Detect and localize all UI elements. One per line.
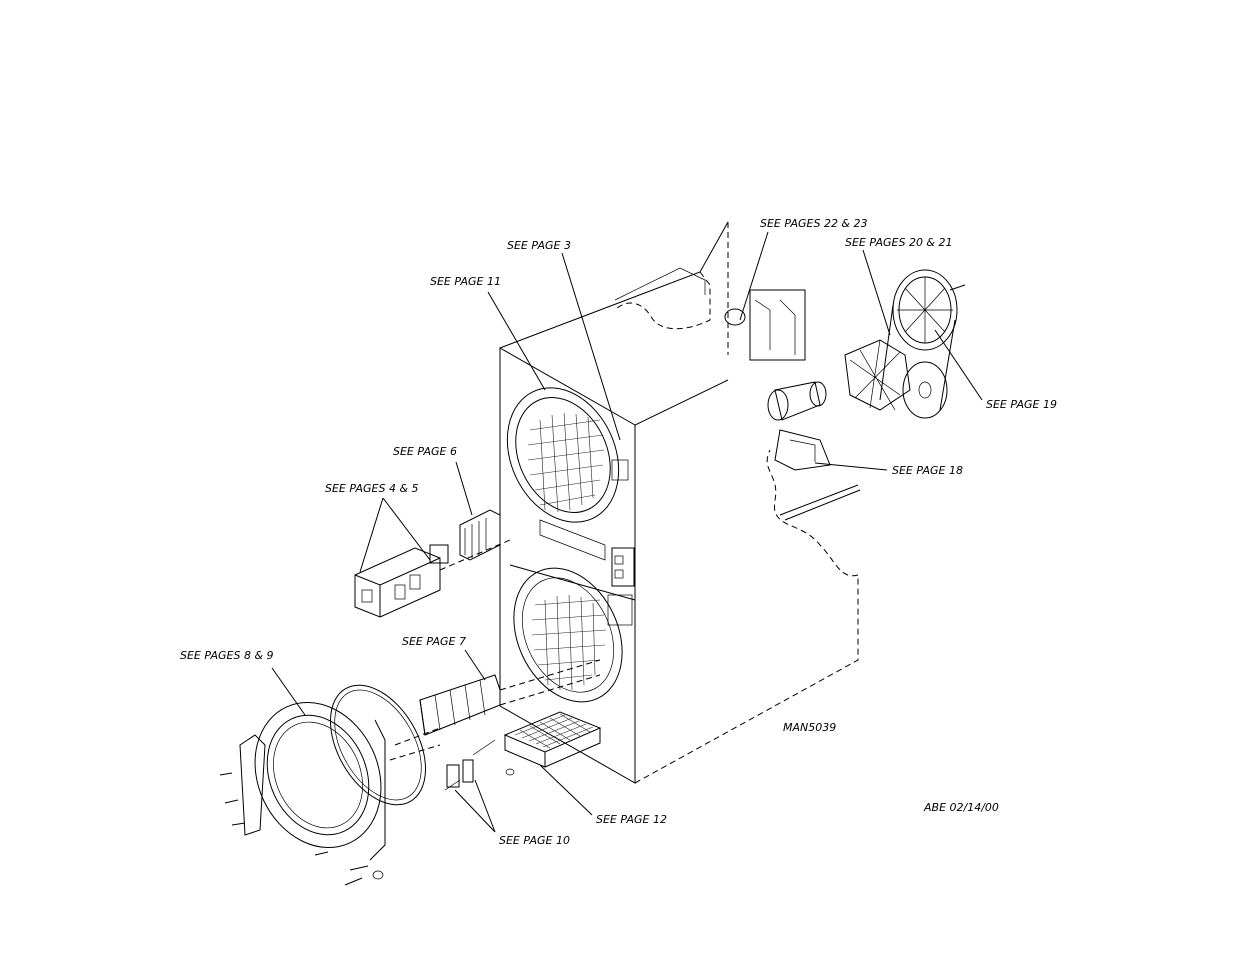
callout-page-10: SEE PAGE 10 <box>499 834 570 847</box>
heating-element-box <box>503 711 602 768</box>
callout-page-7: SEE PAGE 7 <box>402 635 466 648</box>
drive-pulley <box>879 269 966 411</box>
callout-page-6: SEE PAGE 6 <box>393 445 457 458</box>
callout-pages-20-21: SEE PAGES 20 & 21 <box>845 236 953 249</box>
dryer-cabinet <box>499 221 861 784</box>
heater-duct <box>419 659 601 736</box>
callout-pages-4-5: SEE PAGES 4 & 5 <box>325 482 419 495</box>
lower-drum-door-opening <box>513 567 623 703</box>
motor-assembly <box>724 289 831 471</box>
terminal-block <box>459 509 501 561</box>
upper-drum-door-opening <box>506 387 620 523</box>
callout-pages-8-9: SEE PAGES 8 & 9 <box>180 649 274 662</box>
callout-page-3: SEE PAGE 3 <box>507 239 571 252</box>
callout-page-12: SEE PAGE 12 <box>596 813 667 826</box>
leader-lines <box>271 231 983 833</box>
electrical-box-assembly <box>354 539 511 618</box>
callout-page-11: SEE PAGE 11 <box>430 275 501 288</box>
sensor-brackets <box>444 739 515 791</box>
door-assembly <box>219 684 441 886</box>
revision-stamp: ABE 02/14/00 <box>923 801 999 814</box>
callout-pages-22-23: SEE PAGES 22 & 23 <box>760 217 868 230</box>
callout-page-19: SEE PAGE 19 <box>986 398 1057 411</box>
callout-page-18: SEE PAGE 18 <box>892 464 963 477</box>
control-panel <box>539 459 635 626</box>
blower-fan <box>844 339 948 419</box>
drawing-number: MAN5039 <box>783 721 836 734</box>
